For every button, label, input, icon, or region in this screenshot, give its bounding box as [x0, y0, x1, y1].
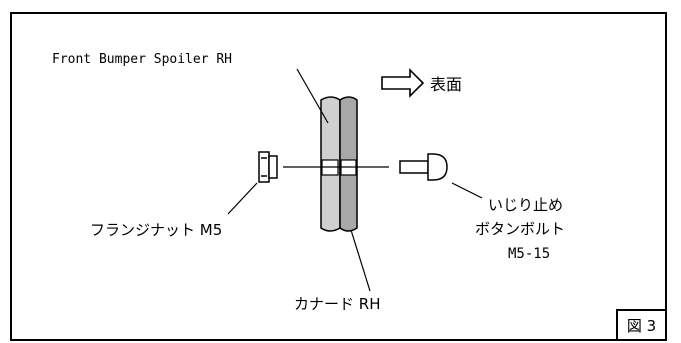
flange-nut-leader-line — [227, 182, 258, 215]
button-bolt-label-line1: いじり止め — [488, 196, 563, 214]
button-bolt-label-line2: ボタンボルト — [475, 220, 565, 238]
button-bolt-label-line3: M5-15 — [508, 246, 550, 262]
spoiler-leader-line — [296, 68, 329, 124]
figure-number: 図 3 — [616, 309, 665, 339]
button-bolt-shape — [399, 153, 448, 181]
canard-leader-line — [350, 229, 371, 292]
surface-arrow-icon — [381, 68, 425, 98]
button-bolt-leader-line — [451, 182, 483, 199]
canard-label: カナード RH — [294, 295, 380, 313]
flange-nut-label: フランジナット M5 — [90, 221, 222, 239]
spoiler-label: Front Bumper Spoiler RH — [52, 52, 232, 67]
flange-nut-shape — [258, 151, 278, 183]
surface-label: 表面 — [430, 75, 462, 94]
